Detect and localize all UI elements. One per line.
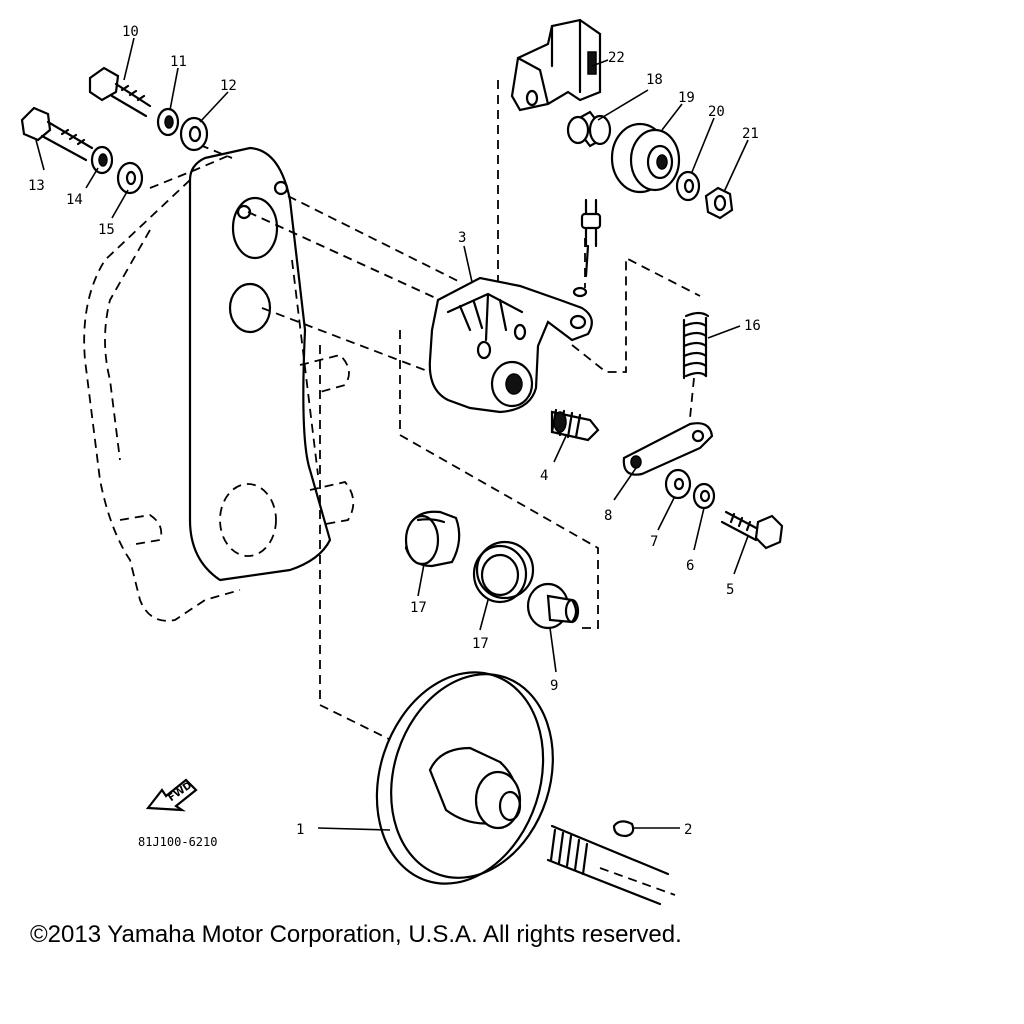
cable-end xyxy=(572,198,602,298)
fixed-sheave-1 xyxy=(375,671,554,885)
lever-8 xyxy=(622,422,714,476)
collar-18 xyxy=(566,110,612,148)
callouts: 10 11 12 13 14 15 22 18 19 20 21 3 16 4 … xyxy=(28,24,761,838)
callout-9: 9 xyxy=(550,678,558,694)
diagram-code: 81J100-6210 xyxy=(138,835,217,849)
bolt-10 xyxy=(88,66,152,118)
callout-17-upper: 17 xyxy=(410,600,427,616)
callout-4: 4 xyxy=(540,468,548,484)
washer-12 xyxy=(179,116,209,152)
lever-holder-3 xyxy=(428,276,593,414)
bracket-22 xyxy=(510,18,602,112)
callout-11: 11 xyxy=(170,54,187,70)
callout-2: 2 xyxy=(684,822,692,838)
callout-12: 12 xyxy=(220,78,237,94)
callout-13: 13 xyxy=(28,178,45,194)
callout-10: 10 xyxy=(122,24,139,40)
spring-16 xyxy=(682,311,710,419)
callout-21: 21 xyxy=(742,126,759,142)
fwd-arrow-icon: FWD xyxy=(145,778,198,812)
washer-9 xyxy=(526,582,580,630)
seal-17-lower xyxy=(472,540,535,604)
callout-18: 18 xyxy=(646,72,663,88)
assembly-lines xyxy=(149,80,701,896)
nut-21 xyxy=(704,186,734,220)
callout-15: 15 xyxy=(98,222,115,238)
callout-3: 3 xyxy=(458,230,466,246)
lock-washer-14 xyxy=(90,145,114,175)
callout-16: 16 xyxy=(744,318,761,334)
callout-1: 1 xyxy=(296,822,304,838)
copyright-notice: ©2013 Yamaha Motor Corporation, U.S.A. A… xyxy=(30,921,682,948)
leader-lines xyxy=(35,37,749,831)
callout-22: 22 xyxy=(608,50,625,66)
washer-15 xyxy=(116,161,144,195)
washer-20 xyxy=(675,170,701,202)
callout-6: 6 xyxy=(686,558,694,574)
lock-washer-11 xyxy=(156,107,180,137)
seal-17-upper xyxy=(404,510,461,568)
callout-14: 14 xyxy=(66,192,83,208)
collar-6 xyxy=(692,482,716,510)
bolt-5 xyxy=(720,510,784,550)
roller-19 xyxy=(610,122,681,194)
callout-17-lower: 17 xyxy=(472,636,489,652)
callout-7: 7 xyxy=(650,534,658,550)
bolt-13 xyxy=(20,106,94,162)
callout-20: 20 xyxy=(708,104,725,120)
crankshaft xyxy=(546,824,670,906)
callout-5: 5 xyxy=(726,582,734,598)
key-2 xyxy=(612,820,635,838)
callout-19: 19 xyxy=(678,90,695,106)
callout-8: 8 xyxy=(604,508,612,524)
housing-case xyxy=(83,146,355,622)
spring-4 xyxy=(550,408,600,442)
washer-7 xyxy=(664,468,692,500)
